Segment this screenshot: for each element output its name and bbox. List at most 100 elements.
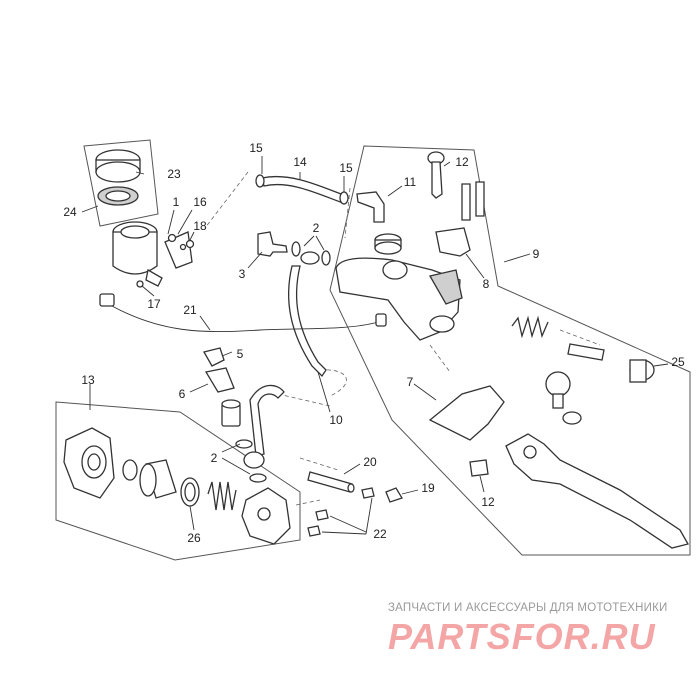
leader: [221, 351, 233, 357]
banjo-bolt-3: [257, 231, 288, 257]
brake-line-10: [287, 265, 327, 378]
clip-17: [136, 280, 144, 288]
dash-line: [559, 329, 601, 346]
washer-2-lower-b: [249, 473, 267, 483]
screw-12-top: [427, 151, 445, 199]
leader: [343, 463, 361, 475]
piston: [139, 459, 177, 499]
callout-19: 19: [421, 481, 435, 495]
leader: [401, 489, 419, 495]
slave-cylinder-body-13: [63, 427, 115, 499]
seal-ring: [122, 459, 138, 481]
leader: [387, 185, 403, 197]
reservoir-group-frame: [83, 139, 159, 227]
leader: [167, 209, 175, 235]
reservoir-body: [112, 221, 163, 287]
dash-line: [277, 393, 331, 407]
o-ring-26: [180, 477, 200, 507]
pushrod-20: [307, 471, 355, 493]
reservoir-cap: [95, 149, 141, 183]
dash-line: [344, 187, 351, 239]
rigid-pipe: [249, 384, 285, 457]
callout-9: 9: [533, 247, 540, 261]
adjuster-knob: [545, 371, 582, 425]
callout-17: 17: [147, 297, 161, 311]
callout-20: 20: [363, 455, 377, 469]
dash-line: [299, 457, 339, 471]
pin: [567, 343, 605, 361]
leader: [81, 205, 99, 213]
reservoir-diaphragm: [97, 186, 139, 206]
dash-line: [429, 344, 451, 373]
leader: [303, 235, 325, 251]
leader: [465, 253, 485, 279]
callout-8: 8: [483, 277, 490, 291]
leader: [443, 161, 451, 167]
leader: [221, 443, 251, 475]
callout-6: 6: [179, 387, 186, 401]
switch-cable-21: [99, 293, 387, 333]
watermark-logo: PARTSFOR.RU: [388, 616, 656, 657]
callout-18: 18: [193, 219, 207, 233]
callout-22: 22: [373, 527, 387, 541]
leader: [135, 171, 145, 175]
connector-6: [204, 367, 235, 393]
leader: [177, 209, 193, 235]
leader: [653, 363, 669, 367]
nut-12-lower: [469, 459, 489, 477]
callout-26: 26: [187, 531, 201, 545]
callout-15-left: 15: [249, 141, 263, 155]
leader: [503, 253, 531, 263]
callout-5: 5: [237, 347, 244, 361]
washer-2-upper: [291, 241, 331, 266]
spring-lever: [511, 315, 549, 339]
slave-cylinder-frame: [55, 401, 301, 561]
watermark-tagline: ЗАПЧАСТИ И АКСЕССУАРЫ ДЛЯ МОТОТЕХНИКИ: [388, 602, 668, 614]
dash-line: [319, 369, 347, 397]
slave-cover: [241, 487, 291, 545]
screw-18: [185, 239, 195, 249]
clutch-lever: [505, 433, 689, 549]
callout-7: 7: [407, 375, 414, 389]
washer-2-lower-a: [235, 439, 253, 449]
leader: [247, 251, 263, 269]
callout-10: 10: [329, 413, 343, 427]
hose-14: [261, 175, 347, 204]
leader: [141, 285, 155, 297]
banjo-fitting-lower: [243, 451, 265, 469]
bleed-cap-19: [385, 487, 403, 503]
callout-25: 25: [671, 355, 685, 369]
leader: [189, 231, 195, 241]
callout-14: 14: [293, 155, 307, 169]
adapter-fitting: [221, 399, 241, 427]
master-cylinder-9: [335, 257, 463, 341]
screw-22-b: [315, 509, 329, 521]
screw-16: [167, 233, 177, 243]
callout-23: 23: [167, 167, 181, 181]
elbow-fitting-11: [356, 191, 402, 255]
dash-line: [204, 171, 249, 229]
leader: [321, 497, 373, 535]
callout-11: 11: [404, 175, 417, 189]
leader: [189, 505, 195, 531]
callout-13: 13: [81, 373, 95, 387]
leader: [199, 315, 211, 331]
spring: [207, 481, 237, 511]
clamp-bolt: [461, 181, 485, 221]
callout-2-lower: 2: [211, 451, 218, 465]
callout-1: 1: [173, 195, 180, 209]
screw-22-a: [361, 487, 375, 499]
bleed-fitting-5: [203, 347, 225, 367]
callout-21: 21: [183, 303, 197, 317]
lever-bracket-7: [428, 385, 505, 441]
callout-12-lower: 12: [481, 495, 495, 509]
callout-12-top: 12: [455, 155, 469, 169]
callout-24: 24: [63, 205, 77, 219]
callout-3: 3: [239, 267, 246, 281]
callout-15-right: 15: [339, 161, 353, 175]
banjo-fitting: [300, 251, 320, 265]
screw-22-c: [307, 525, 321, 537]
clamp-8: [435, 227, 471, 257]
clamp-15-left: [255, 174, 265, 188]
